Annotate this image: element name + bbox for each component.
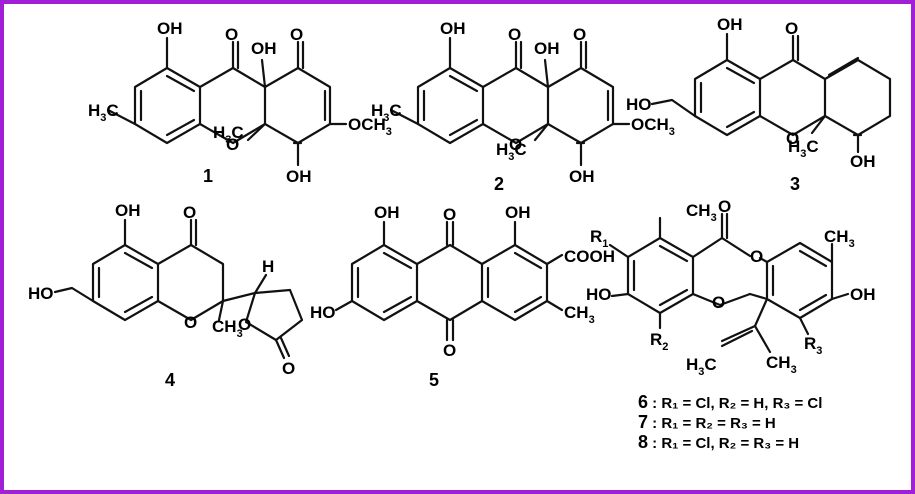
compound-3-h3c-junction: H3C	[788, 137, 819, 160]
depsidone-r3: R3	[804, 334, 822, 357]
legend-line-8: 8 : R₁ = Cl, R₂ = R₃ = H	[638, 432, 799, 452]
compound-1-h3c-aryl: H3C	[88, 101, 119, 124]
compound-2-label: 2	[494, 174, 504, 194]
compound-2-ring-oxygen: O	[509, 135, 522, 154]
compound-1-oh-bottom: OH	[286, 167, 312, 186]
compound-3-oh-bottom: OH	[850, 152, 876, 171]
compound-1-label: 1	[203, 166, 213, 186]
legend-line-6: 6 : R₁ = Cl, R₂ = H, R₃ = Cl	[638, 392, 822, 412]
compound-2-oh-bottom: OH	[569, 167, 595, 186]
compound-4-ring-oxygen: O	[184, 313, 197, 332]
depsidone-ch3-propenyl: CH3	[766, 353, 797, 376]
compound-1-oh-top: OH	[157, 19, 183, 38]
depsidone-h3c-propenyl: H3C	[686, 355, 717, 378]
compound-1-carbonyl-o-right: O	[290, 25, 303, 44]
depsidone-ch3-right: CH3	[824, 227, 855, 250]
compound-4-lactone-carbonyl-o: O	[282, 359, 295, 378]
compound-4-label: 4	[165, 370, 175, 390]
compound-2-h3c-junction: H3C	[496, 140, 527, 163]
compound-5-carbonyl-o-top: O	[443, 205, 456, 224]
depsidone-structure	[608, 212, 850, 354]
compound-1-h3c-junction: H3C	[213, 123, 244, 146]
compound-1-ring-oxygen: O	[226, 135, 239, 154]
depsidone-ether-o: O	[712, 293, 725, 312]
compound-4-carbonyl-o: O	[183, 203, 196, 222]
depsidone-substituent-legend: 6 : R₁ = Cl, R₂ = H, R₃ = Cl 7 : R₁ = R₂…	[638, 392, 822, 452]
compound-5-oh-top-right: OH	[505, 203, 531, 222]
compound-2-carbonyl-o-left: O	[508, 25, 521, 44]
compound-2-oh-ring-junction: OH	[534, 39, 560, 58]
compound-3-oh-top: OH	[717, 15, 743, 34]
depsidone-ester-o: O	[750, 247, 763, 266]
compound-4-oh-top: OH	[115, 201, 141, 220]
compound-3-ring-oxygen: O	[786, 129, 799, 148]
compound-3-hydroxymethyl-ho: HO	[626, 95, 652, 114]
compound-1-carbonyl-o-left: O	[225, 25, 238, 44]
compound-2-carbonyl-o-right: O	[573, 25, 586, 44]
compound-1-structure	[106, 36, 348, 167]
compound-4-ch3: CH3	[212, 317, 243, 340]
compound-3-label: 3	[790, 174, 800, 194]
compound-3-carbonyl-o: O	[785, 19, 798, 38]
legend-line-7: 7 : R₁ = R₂ = R₃ = H	[638, 412, 776, 432]
compound-5-ho: HO	[310, 303, 336, 322]
depsidone-ho: HO	[586, 285, 612, 304]
compound-1-och3: OCH3	[348, 115, 392, 138]
compound-5-carbonyl-o-bottom: O	[443, 341, 456, 360]
compound-4-hydroxymethyl-ho: HO	[28, 284, 54, 303]
compound-4-structure	[53, 218, 304, 360]
compound-4-stereo-h: H	[262, 257, 274, 276]
compound-5-oh-top-left: OH	[374, 203, 400, 222]
depsidone-r2: R2	[650, 330, 668, 353]
compound-2-structure	[389, 36, 631, 167]
depsidone-ch3-top-left: CH3	[686, 201, 717, 224]
compound-5-label: 5	[429, 370, 439, 390]
compound-1-oh-ring-junction: OH	[251, 39, 277, 58]
compound-5-structure	[334, 220, 564, 342]
compound-2-h3c-aryl: H3C	[371, 101, 402, 124]
compound-3-structure	[650, 32, 892, 154]
compound-2-oh-top: OH	[440, 19, 466, 38]
compound-2-och3: OCH3	[631, 115, 675, 138]
depsidone-carbonyl-o: O	[718, 197, 731, 216]
depsidone-oh-right: OH	[850, 285, 876, 304]
compound-5-ch3: CH3	[564, 303, 595, 326]
compound-4-lactone-ring-o: O	[238, 315, 251, 334]
depsidone-r1: R1	[590, 227, 608, 250]
compound-5-cooh: COOH	[564, 247, 615, 266]
